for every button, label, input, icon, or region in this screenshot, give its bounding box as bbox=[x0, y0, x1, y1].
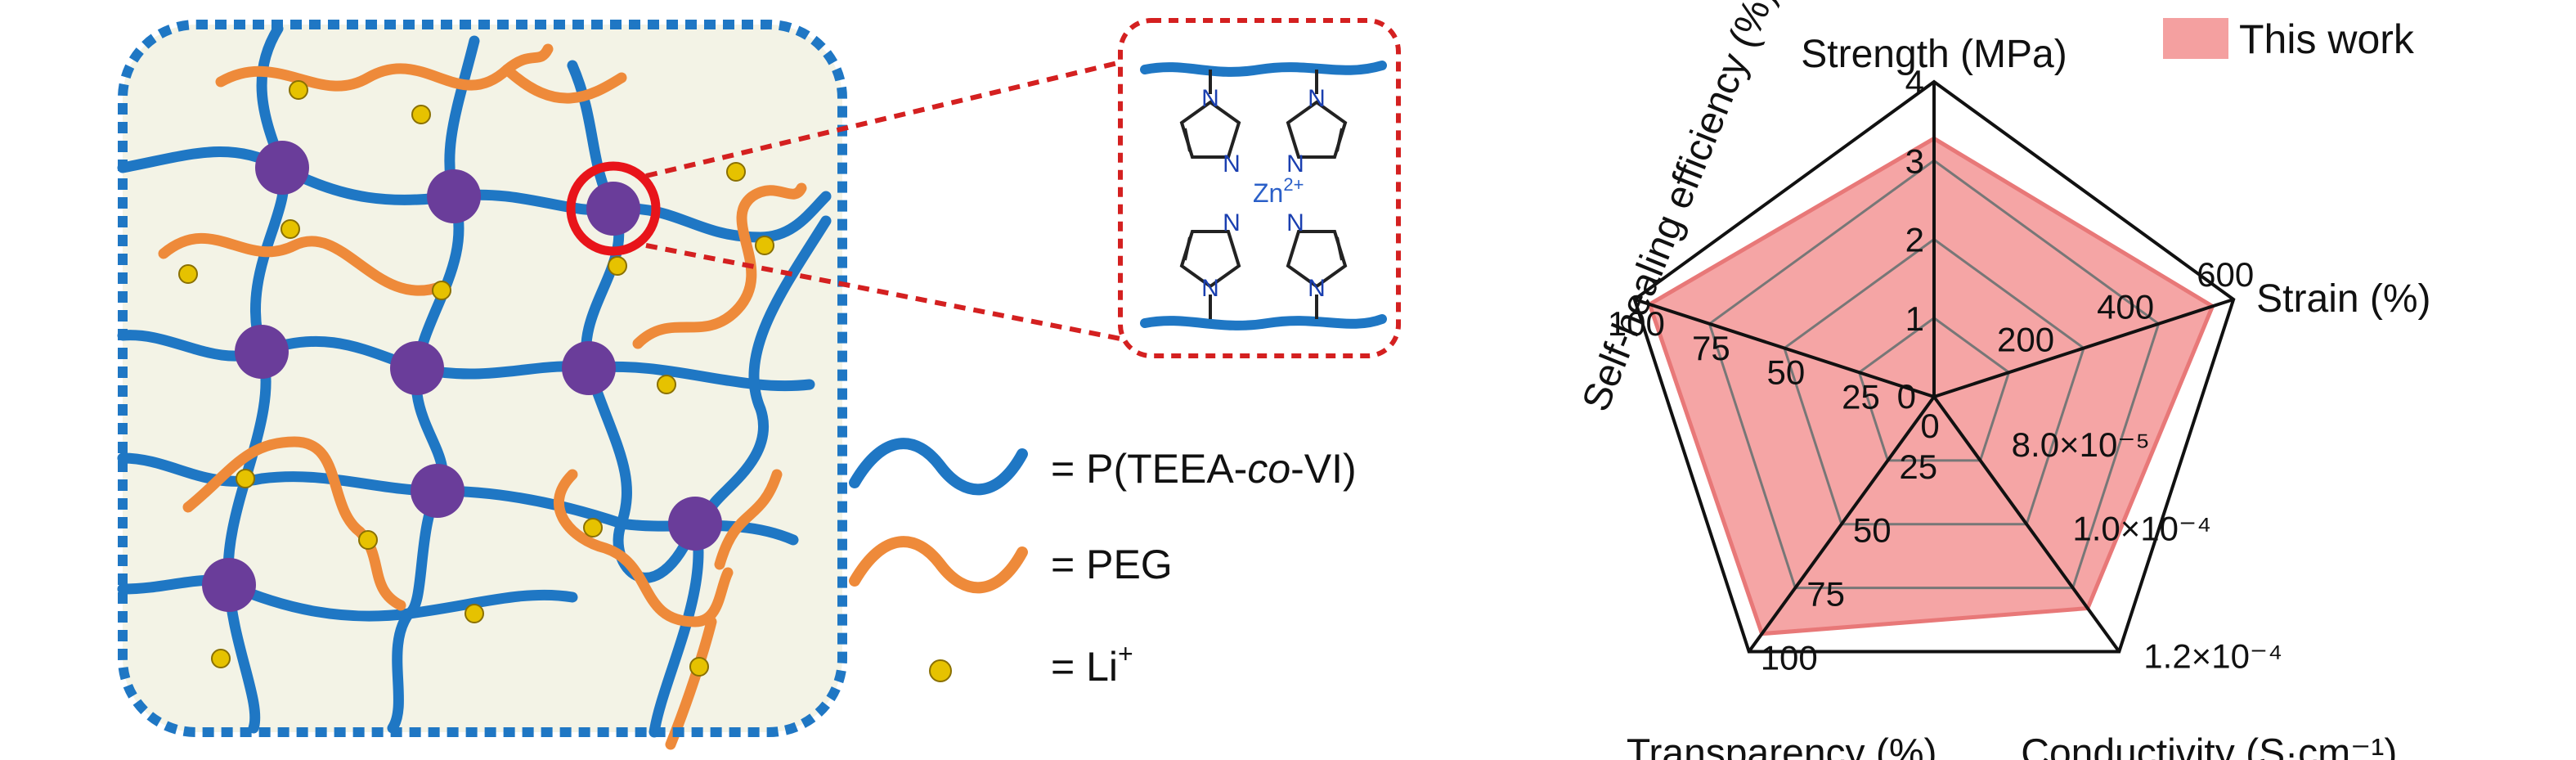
radar-spoke-3 bbox=[1748, 395, 1936, 653]
component-legend: = P(TEEA-co-VI) = PEG = Li+ bbox=[849, 438, 1357, 690]
inset-bottom-chain bbox=[1140, 314, 1387, 331]
transparency-tick-50: 50 bbox=[1853, 511, 1892, 550]
legend-li-swatch bbox=[929, 659, 952, 682]
strain-tick-200: 200 bbox=[1997, 320, 2054, 358]
strength-tick-3: 3 bbox=[1905, 142, 1924, 180]
chart-legend-swatch bbox=[2163, 18, 2228, 59]
conductivity-tick-1: 1.0×10⁻⁴ bbox=[2072, 510, 2211, 548]
network-dashed-border bbox=[118, 20, 847, 737]
conductivity-tick-0: 8.0×10⁻⁵ bbox=[2012, 425, 2150, 464]
axis-name-strength: Strength (MPa) bbox=[1801, 33, 2067, 76]
polymer-network-panel bbox=[117, 20, 847, 750]
svg-text:N: N bbox=[1286, 209, 1304, 236]
selfhealing-tick-75: 75 bbox=[1692, 329, 1730, 367]
svg-text:N: N bbox=[1201, 275, 1219, 302]
radar-grid-ring-1 bbox=[1857, 316, 2011, 462]
transparency-tick-100: 100 bbox=[1761, 638, 1818, 677]
nitrogen-labels: N N N N N N N N bbox=[1201, 85, 1326, 302]
svg-text:N: N bbox=[1286, 151, 1304, 178]
transparency-tick-75: 75 bbox=[1806, 575, 1845, 614]
svg-text:N: N bbox=[1223, 209, 1241, 236]
strain-tick-400: 400 bbox=[2097, 288, 2154, 326]
imidazole-rings bbox=[1179, 70, 1348, 319]
zn-complex-inset: N N N N N N N N Zn2+ bbox=[1118, 18, 1401, 358]
highlight-ring bbox=[566, 161, 661, 256]
strength-tick-4: 4 bbox=[1905, 63, 1924, 101]
legend-peg-label: = PEG bbox=[1051, 542, 1173, 587]
legend-polymer-label: = P(TEEA-co-VI) bbox=[1051, 446, 1357, 492]
axis-name-strain: Strain (%) bbox=[2256, 277, 2430, 321]
radar-outer-ring bbox=[1632, 79, 2236, 654]
lithium-ions bbox=[178, 80, 774, 677]
radar-spoke-2 bbox=[1932, 395, 2120, 653]
zn-ion-label: Zn2+ bbox=[1253, 174, 1304, 208]
svg-text:N: N bbox=[1223, 151, 1241, 178]
svg-text:N: N bbox=[1308, 85, 1326, 112]
radar-data-polygon bbox=[1647, 136, 2215, 636]
axis-name-conductivity: Conductivity (S·cm⁻¹) bbox=[2021, 731, 2397, 760]
strain-tick-600: 600 bbox=[2197, 255, 2254, 294]
radar-spoke-1 bbox=[1933, 298, 2234, 398]
chart-legend: This work bbox=[2163, 16, 2415, 62]
inset-top-chain bbox=[1140, 61, 1387, 77]
center-zero-bottom: 0 bbox=[1920, 407, 1939, 445]
zoom-lines bbox=[645, 59, 1125, 342]
legend-polymer-swatch bbox=[849, 438, 1028, 496]
radar-spoke-4 bbox=[1634, 298, 1935, 398]
zn-crosslinks bbox=[202, 141, 722, 612]
conductivity-tick-2: 1.2×10⁻⁴ bbox=[2143, 636, 2282, 675]
strength-tick-2: 2 bbox=[1905, 221, 1924, 259]
chart-legend-label: This work bbox=[2239, 16, 2415, 62]
strength-tick-1: 1 bbox=[1905, 299, 1924, 338]
legend-peg-swatch bbox=[849, 536, 1028, 594]
radar-grid-ring-2 bbox=[1783, 237, 2085, 526]
svg-text:N: N bbox=[1308, 275, 1326, 302]
center-zero-left: 0 bbox=[1897, 377, 1916, 416]
selfhealing-tick-25: 25 bbox=[1842, 377, 1880, 416]
peg-chains bbox=[158, 43, 807, 750]
selfhealing-tick-100: 100 bbox=[1608, 304, 1665, 343]
axis-name-transparency: Transparency (%) bbox=[1627, 731, 1937, 760]
legend-li-label: = Li+ bbox=[1051, 639, 1133, 690]
svg-text:N: N bbox=[1201, 85, 1219, 112]
selfhealing-tick-50: 50 bbox=[1767, 353, 1806, 392]
radar-grid-ring-3 bbox=[1708, 159, 2161, 590]
transparency-tick-25: 25 bbox=[1899, 447, 1937, 486]
radar-chart: 12342004006008.0×10⁻⁵1.0×10⁻⁴1.2×10⁻⁴255… bbox=[1574, 0, 2431, 760]
